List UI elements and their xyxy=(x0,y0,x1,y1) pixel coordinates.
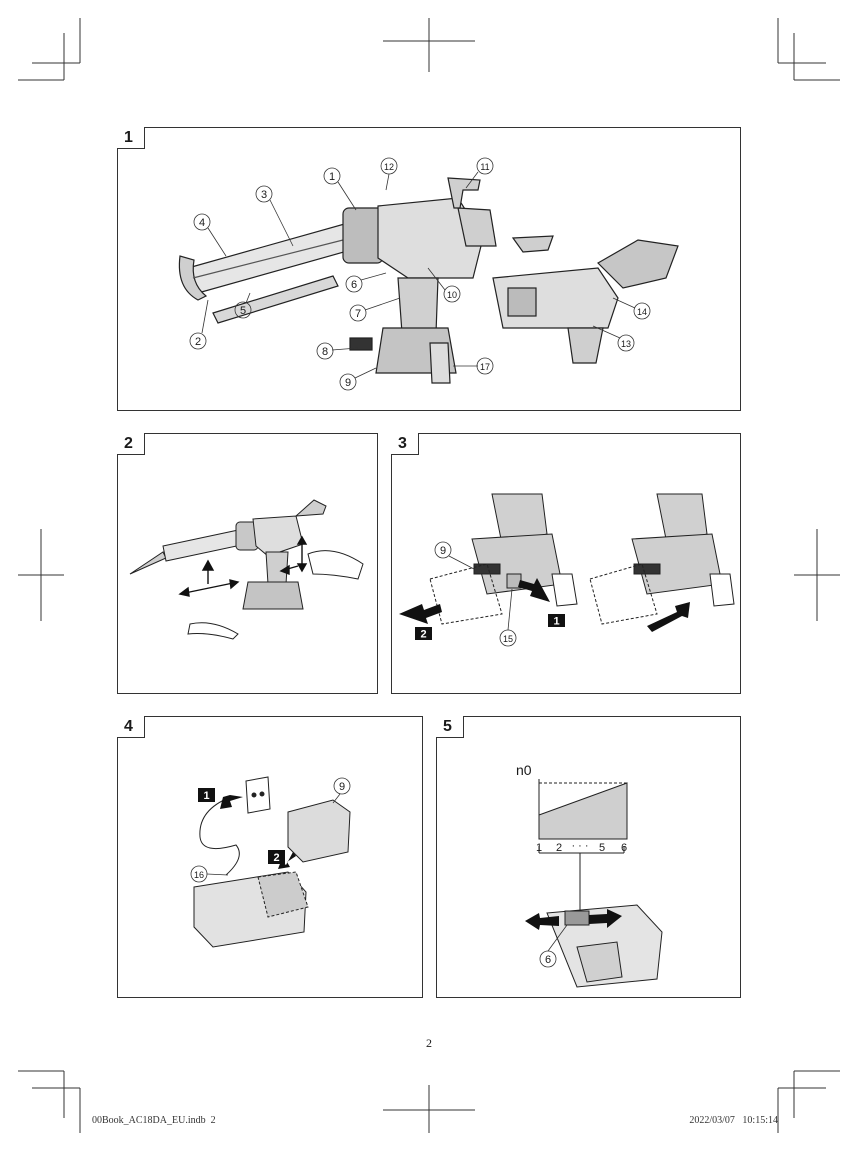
callout-9: 9 xyxy=(345,377,351,389)
callout-6: 6 xyxy=(351,279,357,291)
figure-number: 5 xyxy=(436,716,464,738)
speed-axis-label: n0 xyxy=(516,762,532,778)
callout-9: 9 xyxy=(440,545,446,557)
figure-number: 2 xyxy=(117,433,145,455)
dial-mark-1: 1 xyxy=(536,842,542,854)
step-1-badge: 1 xyxy=(553,616,559,628)
callout-16: 16 xyxy=(194,870,204,880)
step-2-badge: 2 xyxy=(273,852,279,864)
callout-17: 17 xyxy=(480,362,490,372)
footer-file-name: 00Book_AC18DA_EU.indb 2 xyxy=(92,1115,216,1126)
speed-dial-illustration: n0 1 2 · · · 5 6 6 xyxy=(516,762,663,988)
footer-timestamp: 2022/03/07 10:15:14 xyxy=(689,1115,778,1126)
dial-mark-ellipsis: · · · xyxy=(571,840,588,852)
cartridge-loading-illustration xyxy=(129,499,364,640)
callout-7: 7 xyxy=(355,308,361,320)
callout-10: 10 xyxy=(447,290,457,300)
step-2-badge: 2 xyxy=(420,629,426,641)
figure-number: 3 xyxy=(391,433,419,455)
figure-number: 1 xyxy=(117,127,145,149)
dial-mark-5: 5 xyxy=(599,842,605,854)
callout-4: 4 xyxy=(199,217,205,229)
callout-9: 9 xyxy=(339,781,345,793)
callout-6: 6 xyxy=(545,954,551,966)
figure-2-panel: 2 xyxy=(117,433,378,694)
figure-3-panel: 3 2 1 9 15 xyxy=(391,433,741,694)
page-number: 2 xyxy=(426,1036,432,1050)
callout-3: 3 xyxy=(261,189,267,201)
figure-1-panel: 1 xyxy=(117,127,741,411)
callout-5: 5 xyxy=(240,305,246,317)
callout-15: 15 xyxy=(503,634,513,644)
step-1-badge: 1 xyxy=(203,790,209,802)
dial-mark-6: 6 xyxy=(621,842,627,854)
callout-11: 11 xyxy=(480,162,489,172)
battery-removal-illustration: 2 1 9 15 xyxy=(399,493,735,647)
figure-4-panel: 4 1 2 9 16 xyxy=(117,716,423,998)
battery-charging-illustration: 1 2 9 16 xyxy=(190,776,351,948)
dial-mark-2: 2 xyxy=(556,842,562,854)
caulking-gun-illustration: 1 2 3 4 5 6 7 8 9 10 11 12 13 14 17 xyxy=(178,157,679,391)
callout-1: 1 xyxy=(329,171,335,183)
callout-8: 8 xyxy=(322,346,328,358)
callout-13: 13 xyxy=(621,339,631,349)
figure-number: 4 xyxy=(117,716,145,738)
callout-2: 2 xyxy=(195,336,201,348)
figure-5-panel: 5 n0 1 2 · · · 5 6 6 xyxy=(436,716,741,998)
callout-12: 12 xyxy=(384,162,394,172)
callout-14: 14 xyxy=(637,307,647,317)
